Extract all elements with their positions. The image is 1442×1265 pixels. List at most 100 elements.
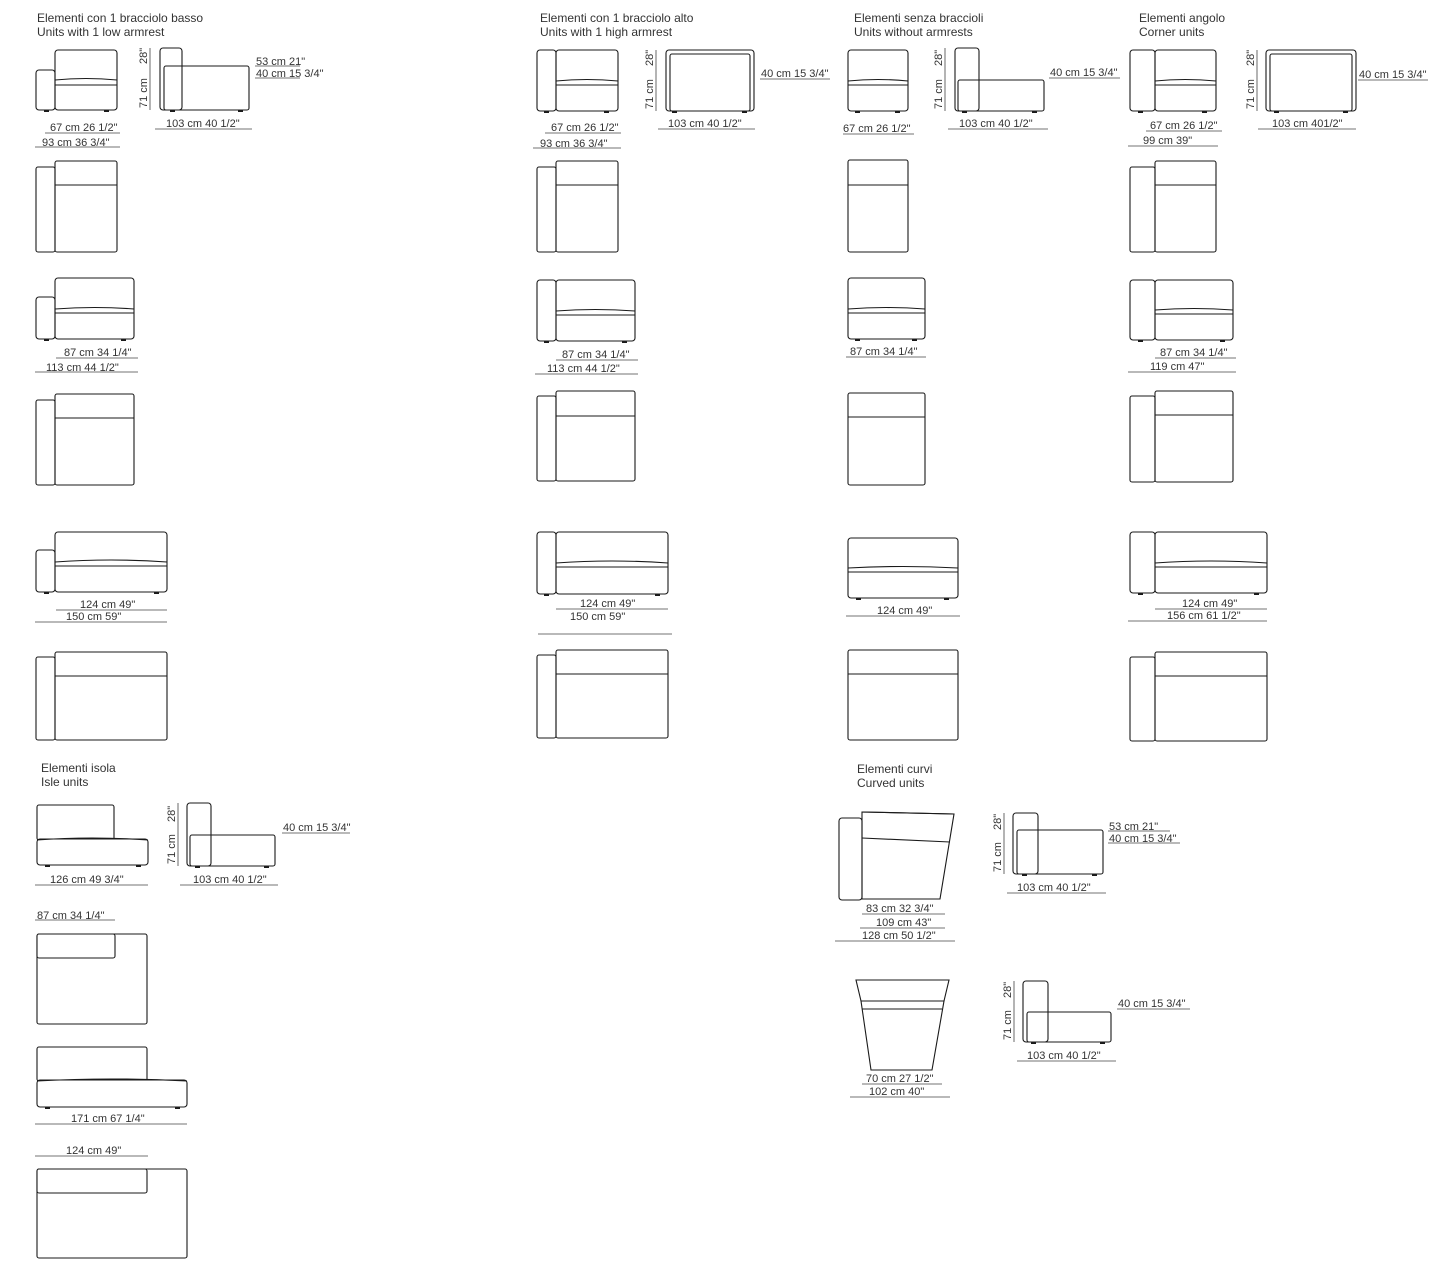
dimension-label: 28" xyxy=(138,48,150,64)
dimension-label: 71 cm xyxy=(992,842,1004,872)
dimension-label: 40 cm 15 3/4" xyxy=(761,68,829,80)
dimension-label: 40 cm 15 3/4" xyxy=(1359,69,1427,81)
section-title-en: Units without armrests xyxy=(854,25,973,39)
dimension-label: 53 cm 21" xyxy=(256,56,305,68)
dimension-label: 150 cm 59" xyxy=(66,611,121,623)
dimension-label: 83 cm 32 3/4" xyxy=(866,903,934,915)
curved-side-view-2: 71 cm 28" 40 cm 15 3/4" 103 cm 40 1/2" xyxy=(1002,980,1190,1062)
curved-front-view-70 xyxy=(855,979,950,1071)
corner-top-view-67 xyxy=(1129,160,1217,253)
corner-front-view-87 xyxy=(1129,279,1234,342)
no-armrest-front-view-124 xyxy=(847,537,959,600)
dimension-label: 28" xyxy=(933,50,945,66)
dimension-label: 103 cm 40 1/2" xyxy=(959,118,1033,130)
dimension-label: 93 cm 36 3/4" xyxy=(540,138,608,150)
high-armrest-front-view-124 xyxy=(536,531,669,596)
high-armrest-top-view-87 xyxy=(536,390,636,482)
dimension-label: 40 cm 15 3/4" xyxy=(1109,833,1177,845)
dimension-label: 53 cm 21" xyxy=(1109,821,1158,833)
dimension-label: 156 cm 61 1/2" xyxy=(1167,610,1241,622)
low-armrest-front-view-87 xyxy=(35,277,135,341)
dimension-label: 124 cm 49" xyxy=(580,598,635,610)
section-header-no-armrest: Elementi senza braccioli Units without a… xyxy=(854,11,983,39)
dimension-label: 87 cm 34 1/4" xyxy=(562,349,630,361)
high-armrest-top-view-124 xyxy=(536,649,669,739)
corner-top-view-87 xyxy=(1129,390,1234,483)
corner-front-view-124 xyxy=(1129,531,1268,595)
dimension-label: 71 cm xyxy=(138,78,150,108)
section-title-en: Curved units xyxy=(857,776,924,790)
section-title-en: Isle units xyxy=(41,775,88,789)
no-armrest-front-view-67 xyxy=(847,49,909,113)
dimension-label: 71 cm xyxy=(1245,79,1257,109)
dimension-label: 124 cm 49" xyxy=(66,1145,121,1157)
dimension-label: 124 cm 49" xyxy=(1182,598,1237,610)
section-title-it: Elementi curvi xyxy=(857,762,932,776)
corner-side-view: 71 cm 28" 40 cm 15 3/4" 103 cm 401/2" xyxy=(1245,49,1428,130)
low-armrest-side-view: 71 cm 28" 53 cm 21" 40 cm 15 3/4" 103 cm… xyxy=(138,47,324,130)
isle-side-view: 71 cm 28" 40 cm 15 3/4" 103 cm 40 1/2" xyxy=(166,802,351,886)
section-header-high-armrest: Elementi con 1 bracciolo alto Units with… xyxy=(540,11,694,39)
dimension-label: 71 cm xyxy=(1002,1010,1014,1040)
high-armrest-front-view-87 xyxy=(536,279,636,343)
section-title-en: Units with 1 high armrest xyxy=(540,25,673,39)
dimension-label: 103 cm 40 1/2" xyxy=(1027,1050,1101,1062)
dimension-label: 71 cm xyxy=(644,79,656,109)
dimension-label: 99 cm 39" xyxy=(1143,135,1192,147)
dimension-label: 103 cm 401/2" xyxy=(1272,118,1343,130)
dimension-label: 150 cm 59" xyxy=(570,611,625,623)
section-title-it: Elementi con 1 bracciolo basso xyxy=(37,11,203,25)
dimension-label: 87 cm 34 1/4" xyxy=(64,347,132,359)
section-title-it: Elementi isola xyxy=(41,761,116,775)
dimension-label: 67 cm 26 1/2" xyxy=(50,122,118,134)
section-title-it: Elementi senza braccioli xyxy=(854,11,983,25)
dimension-label: 28" xyxy=(1245,50,1257,66)
dimension-label: 87 cm 34 1/4" xyxy=(1160,347,1228,359)
curved-front-view-83 xyxy=(838,811,955,901)
no-armrest-top-view-87 xyxy=(847,392,926,486)
dimension-label: 40 cm 15 3/4" xyxy=(1118,998,1186,1010)
no-armrest-top-view-124 xyxy=(847,649,959,741)
no-armrest-front-view-87 xyxy=(847,277,926,341)
corner-front-view-67 xyxy=(1129,49,1217,113)
high-armrest-side-view: 71 cm 28" 40 cm 15 3/4" 103 cm 40 1/2" xyxy=(644,49,830,130)
low-armrest-top-view-67 xyxy=(35,160,118,253)
dimension-label: 128 cm 50 1/2" xyxy=(862,930,936,942)
dimension-label: 67 cm 26 1/2" xyxy=(843,123,911,135)
no-armrest-side-view: 71 cm 28" 40 cm 15 3/4" 103 cm 40 1/2" xyxy=(933,47,1120,130)
section-header-corner: Elementi angolo Corner units xyxy=(1139,11,1225,39)
dimension-label: 124 cm 49" xyxy=(80,599,135,611)
isle-front-view-171 xyxy=(36,1046,188,1109)
section-title-it: Elementi angolo xyxy=(1139,11,1225,25)
isle-top-view-87 xyxy=(36,933,148,1025)
low-armrest-front-view-124 xyxy=(35,531,168,594)
no-armrest-top-view-67 xyxy=(847,159,909,253)
curved-side-view-1: 71 cm 28" 53 cm 21" 40 cm 15 3/4" 103 cm… xyxy=(992,812,1180,894)
dimension-label: 40 cm 15 3/4" xyxy=(283,822,351,834)
dimension-label: 103 cm 40 1/2" xyxy=(668,118,742,130)
dimension-label: 113 cm 44 1/2" xyxy=(547,363,620,375)
dimension-label: 124 cm 49" xyxy=(877,605,932,617)
section-title-en: Units with 1 low armrest xyxy=(37,25,165,39)
low-armrest-top-view-87 xyxy=(35,393,135,486)
dimension-label: 70 cm 27 1/2" xyxy=(866,1073,934,1085)
section-title-en: Corner units xyxy=(1139,25,1204,39)
isle-front-view-126 xyxy=(36,804,149,867)
section-header-curved: Elementi curvi Curved units xyxy=(857,762,932,790)
dimension-label: 28" xyxy=(992,814,1004,830)
dimension-label: 119 cm 47" xyxy=(1150,361,1205,373)
dimension-label: 67 cm 26 1/2" xyxy=(551,122,619,134)
dimension-label: 87 cm 34 1/4" xyxy=(850,346,918,358)
dimension-label: 87 cm 34 1/4" xyxy=(37,910,105,922)
section-title-it: Elementi con 1 bracciolo alto xyxy=(540,11,694,25)
section-header-low-armrest: Elementi con 1 bracciolo basso Units wit… xyxy=(37,11,203,39)
dimension-label: 171 cm 67 1/4" xyxy=(71,1113,145,1125)
dimension-label: 71 cm xyxy=(166,834,178,864)
low-armrest-top-view-124 xyxy=(35,651,168,741)
high-armrest-front-view-67 xyxy=(536,49,619,113)
dimension-label: 67 cm 26 1/2" xyxy=(1150,120,1218,132)
dimension-label: 102 cm 40" xyxy=(869,1086,924,1098)
corner-top-view-124 xyxy=(1129,651,1268,742)
dimension-label: 103 cm 40 1/2" xyxy=(193,874,267,886)
isle-top-view-171 xyxy=(36,1168,188,1259)
